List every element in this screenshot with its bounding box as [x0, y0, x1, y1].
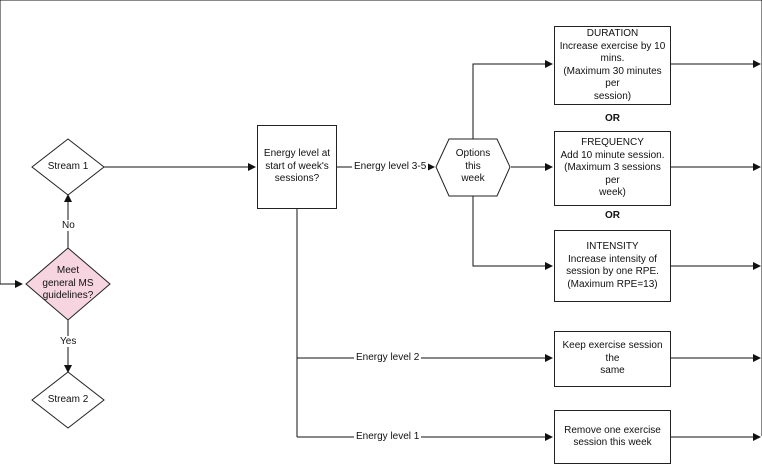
intensity-box: INTENSITY Increase intensity of session … — [554, 230, 671, 302]
intensity-title: INTENSITY — [586, 241, 639, 252]
duration-body: Increase exercise by 10 mins. (Maximum 3… — [559, 40, 666, 102]
edge-label-energy-3-5: Energy level 3-5 — [352, 161, 429, 172]
loop-line — [0, 0, 762, 436]
frequency-body: Add 10 minute session. (Maximum 3 sessio… — [560, 149, 665, 199]
keep-box: Keep exercise session the same — [554, 331, 671, 387]
edge-label-energy-2: Energy level 2 — [354, 352, 422, 363]
energy-question-box: Energy level at start of week's sessions… — [257, 125, 337, 209]
stream1-shape — [31, 138, 105, 196]
options-hexagon — [435, 138, 511, 197]
or-separator-2: OR — [605, 210, 620, 221]
duration-title: DURATION — [586, 28, 639, 39]
meet-decision-label: Meet general MS guidelines? — [42, 265, 94, 302]
edge-label-no: No — [60, 220, 77, 231]
duration-box: DURATION Increase exercise by 10 mins. (… — [554, 26, 671, 105]
stream2-shape — [31, 371, 105, 429]
edge-options-duration — [472, 60, 553, 139]
stream1-label: Stream 1 — [47, 160, 89, 172]
frequency-box: FREQUENCY Add 10 minute session. (Maximu… — [554, 131, 671, 206]
frequency-title: FREQUENCY — [581, 137, 644, 149]
intensity-body: Increase intensity of session by one RPE… — [566, 253, 659, 290]
edge-energy-2 — [296, 208, 552, 437]
meet-decision-shape — [25, 247, 111, 321]
stream2-label: Stream 2 — [47, 393, 89, 405]
edge-options-intensity — [472, 196, 553, 270]
edge-label-energy-1: Energy level 1 — [354, 431, 422, 442]
or-separator-1: OR — [605, 113, 620, 124]
remove-box: Remove one exercise session this week — [554, 410, 671, 464]
edge-label-yes: Yes — [58, 336, 79, 347]
options-label: Options this week — [455, 148, 491, 185]
